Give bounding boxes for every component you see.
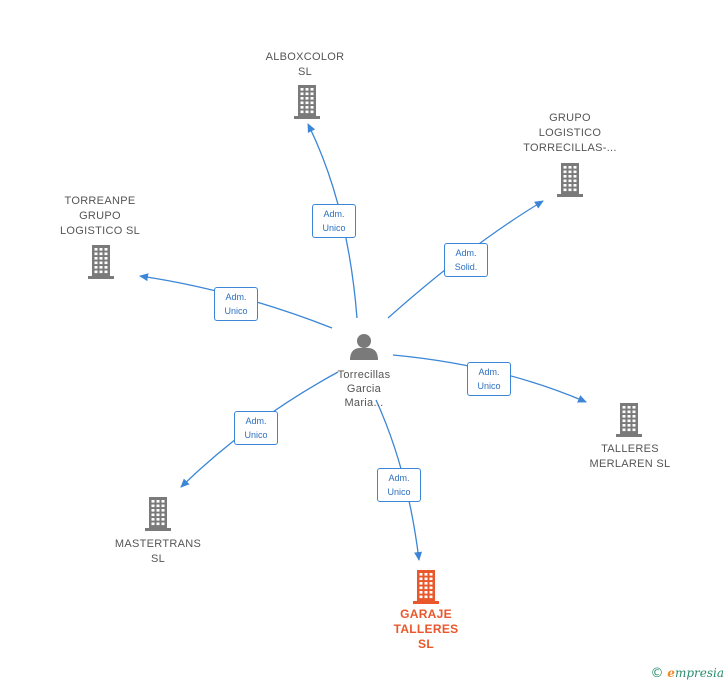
role-label-line: Adm. [478, 367, 500, 377]
company-label-grupo-logistico[interactable]: GRUPO LOGISTICO TORRECILLAS-... [523, 112, 617, 154]
company-label-alboxcolor[interactable]: ALBOXCOLOR SL [265, 51, 345, 78]
role-label-line: Adm. [225, 292, 247, 302]
copyright-notice: © empresia [650, 666, 724, 681]
role-label-line: Adm. [455, 248, 477, 258]
role-label-garaje-talleres: Adm. Unico [377, 468, 421, 502]
role-label-line: Adm. [245, 416, 267, 426]
company-label-torreanpe[interactable]: TORREANPE GRUPO LOGISTICO SL [59, 195, 140, 237]
company-label-talleres-merlaren[interactable]: TALLERES MERLAREN SL [589, 443, 671, 470]
role-label-line: Unico [322, 223, 346, 233]
role-label-talleres-merlaren: Adm. Unico [467, 362, 511, 396]
role-label-line: Unico [224, 306, 248, 316]
building-icon[interactable] [145, 497, 171, 531]
role-label-line: Unico [244, 430, 268, 440]
person-name-label[interactable]: Torrecillas Garcia Maria... [337, 369, 391, 409]
role-label-alboxcolor: Adm. Unico [312, 204, 356, 238]
role-label-torreanpe: Adm. Unico [214, 287, 258, 321]
role-label-grupo-logistico: Adm. Solid. [444, 243, 488, 277]
role-label-line: Unico [477, 381, 501, 391]
role-label-line: Adm. [323, 209, 345, 219]
building-icon[interactable] [616, 403, 642, 437]
role-label-line: Unico [387, 487, 411, 497]
building-icon[interactable] [557, 163, 583, 197]
building-icon[interactable] [294, 85, 320, 119]
role-label-line: Solid. [454, 262, 478, 272]
role-label-line: Adm. [388, 473, 410, 483]
role-label-mastertrans: Adm. Unico [234, 411, 278, 445]
building-icon[interactable] [413, 570, 439, 604]
company-label-garaje-talleres[interactable]: GARAJE TALLERES SL [393, 607, 459, 651]
building-icon[interactable] [88, 245, 114, 279]
person-icon[interactable] [350, 334, 378, 360]
company-label-mastertrans[interactable]: MASTERTRANS SL [114, 538, 202, 565]
